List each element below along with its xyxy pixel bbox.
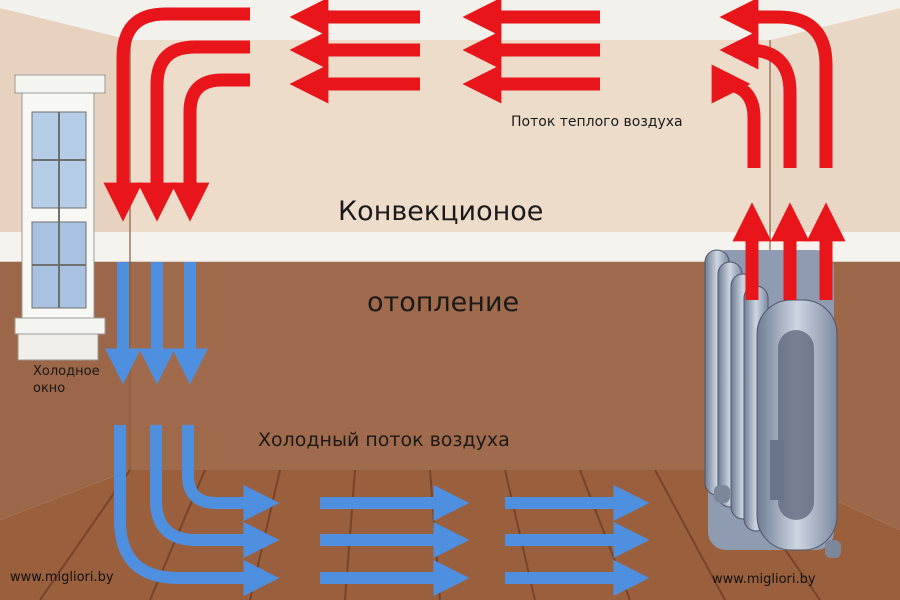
cold-floor-curve [150,425,280,558]
radiator [704,249,841,558]
cold-air-flow [105,262,650,596]
warm-flow-label: Поток теплого воздуха [511,114,683,130]
cold-window [14,74,106,361]
warm-air-flow [103,0,846,300]
warm-left-curve [137,40,250,222]
right-wall-upper [770,8,900,240]
cold-flow-label: Холодный поток воздуха [258,429,510,451]
warm-left-curve [103,7,250,222]
watermark-right: www.migliori.by [712,572,816,587]
title-line1: Конвекционое [338,196,544,227]
back-wall-lower [130,262,770,470]
warm-right-curve [719,0,833,168]
warm-right-curve [719,30,797,168]
cold-window-label-line2: окно [33,381,66,396]
title-line2: отопление [367,287,520,318]
cold-floor-curve [114,425,280,596]
warm-left-curve [170,73,250,222]
cold-window-label-line1: Холодное [33,364,100,379]
watermark-left: www.migliori.by [10,570,114,585]
warm-right-curve [711,64,761,168]
cold-floor-curve [182,425,280,521]
